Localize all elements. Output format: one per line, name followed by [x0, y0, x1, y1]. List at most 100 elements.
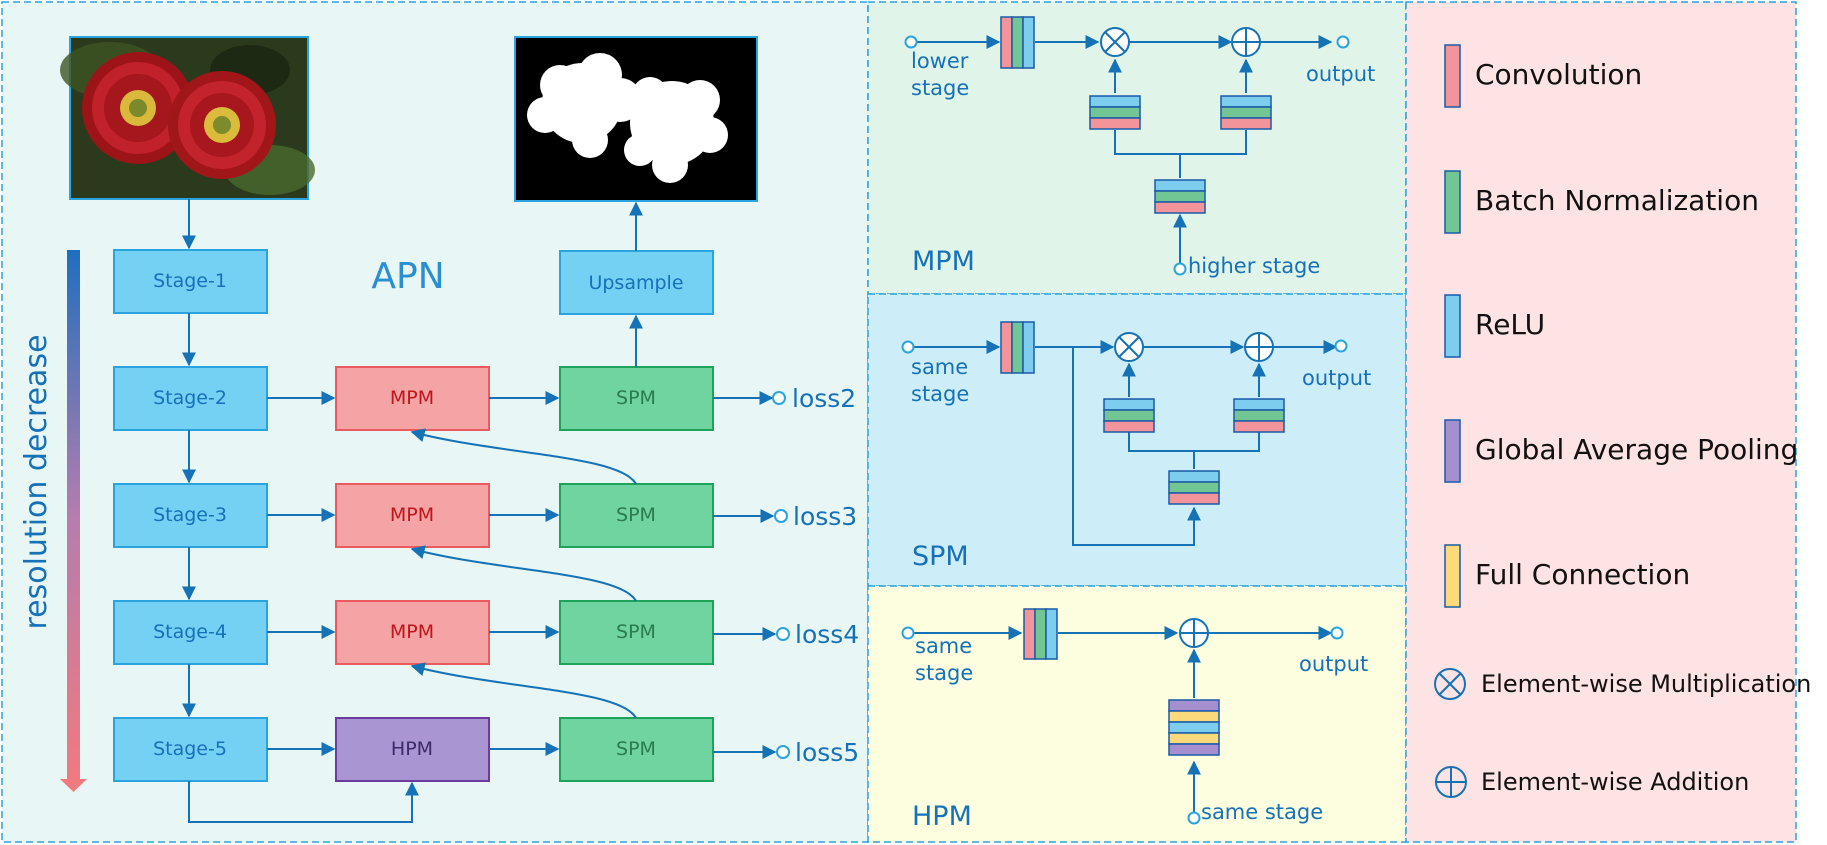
spm-box-4: SPM — [559, 600, 714, 665]
spm-box-3: SPM — [559, 483, 714, 548]
mpm-input-label-2: stage — [911, 76, 969, 100]
legend-label-batch-normalization: Batch Normalization — [1475, 184, 1759, 217]
hpm-panel-title: HPM — [912, 801, 972, 832]
mpm-bottom-port — [1173, 262, 1187, 276]
hpm-conv-block — [1023, 608, 1058, 660]
mpm-box-3: MPM — [335, 483, 490, 548]
mpm-attn-block-left — [1089, 95, 1141, 130]
spm-input-port — [901, 340, 915, 354]
mpm-output-port — [1336, 35, 1350, 49]
spm-box-5-label: SPM — [616, 738, 656, 760]
legend-label-full-connection: Full Connection — [1475, 558, 1690, 591]
stage-2-label: Stage-2 — [153, 387, 227, 409]
hpm-bottom-port — [1187, 811, 1201, 825]
upsample-label: Upsample — [588, 272, 683, 294]
mpm-input-label-1: lower — [911, 49, 969, 73]
loss-terminals — [772, 391, 790, 759]
spm-input-label-2: stage — [911, 382, 969, 406]
legend-label-multiplication: Element-wise Multiplication — [1481, 670, 1811, 698]
spm-panel-title: SPM — [912, 541, 969, 572]
stage-1-box: Stage-1 — [113, 249, 268, 314]
mpm-detail-connectors — [916, 35, 1333, 267]
mpm-panel — [867, 1, 1407, 295]
mpm-attn-block-bottom — [1154, 179, 1206, 214]
spm-detail-connectors — [913, 340, 1338, 546]
legend-add-icon — [1435, 766, 1467, 798]
stage-2-box: Stage-2 — [113, 366, 268, 431]
stage-1-label: Stage-1 — [153, 270, 227, 292]
loss4-label: loss4 — [795, 620, 859, 649]
spm-box-5: SPM — [559, 717, 714, 782]
upsample-box: Upsample — [559, 250, 714, 315]
hpm-box: HPM — [335, 717, 490, 782]
loss3-label: loss3 — [793, 502, 857, 531]
stage-4-box: Stage-4 — [113, 600, 268, 665]
spm-attn-block-bottom — [1168, 470, 1220, 505]
legend-label-convolution: Convolution — [1475, 58, 1642, 91]
stage-4-label: Stage-4 — [153, 621, 227, 643]
flower-right — [168, 71, 276, 179]
spm-input-label-1: same — [911, 355, 968, 379]
hpm-panel — [867, 585, 1407, 843]
legend-swatches — [1444, 44, 1461, 608]
mpm-panel-title: MPM — [912, 246, 975, 277]
spm-attn-block-left — [1103, 398, 1155, 433]
hpm-box-label: HPM — [391, 738, 433, 760]
apn-title: APN — [371, 256, 444, 297]
spm-add-icon — [1244, 332, 1274, 362]
spm-multiply-icon — [1114, 332, 1144, 362]
spm-box-3-label: SPM — [616, 504, 656, 526]
mpm-attn-block-right — [1220, 95, 1272, 130]
add-icon — [1231, 27, 1261, 57]
mpm-output-label: output — [1306, 62, 1375, 86]
mpm-box-4-label: MPM — [390, 621, 434, 643]
resolution-arrow — [60, 250, 87, 792]
mpm-bottom-label: higher stage — [1188, 254, 1320, 278]
spm-attn-block-right — [1233, 398, 1285, 433]
legend-label-global-average-pooling: Global Average Pooling — [1475, 433, 1798, 466]
stage-3-label: Stage-3 — [153, 504, 227, 526]
loss5-label: loss5 — [795, 738, 859, 767]
hpm-output-port — [1330, 626, 1344, 640]
spm-conv-block — [1000, 321, 1035, 374]
legend-multiply-icon — [1434, 668, 1466, 700]
hpm-attn-block — [1168, 699, 1220, 756]
mpm-box-4: MPM — [335, 600, 490, 665]
hpm-output-label: output — [1299, 652, 1368, 676]
mpm-box-2-label: MPM — [390, 387, 434, 409]
spm-box-2: SPM — [559, 366, 714, 431]
saliency-mask-image — [514, 36, 758, 202]
hpm-detail-connectors — [913, 626, 1333, 815]
apn-connectors — [182, 199, 777, 823]
legend-swatch-full-connection — [1444, 544, 1461, 608]
flower-left — [82, 52, 194, 164]
stage-5-box: Stage-5 — [113, 717, 268, 782]
spm-output-port — [1334, 339, 1348, 353]
legend-swatch-relu — [1444, 294, 1461, 358]
mpm-box-2: MPM — [335, 366, 490, 431]
stage-5-label: Stage-5 — [153, 738, 227, 760]
mpm-box-3-label: MPM — [390, 504, 434, 526]
hpm-bottom-label: same stage — [1201, 800, 1323, 824]
spm-box-2-label: SPM — [616, 387, 656, 409]
legend-swatch-convolution — [1444, 44, 1461, 108]
hpm-input-port — [901, 626, 915, 640]
hpm-add-icon — [1179, 618, 1209, 648]
hpm-input-label-2: stage — [915, 661, 973, 685]
mpm-input-port — [904, 35, 918, 49]
multiply-icon — [1100, 27, 1130, 57]
hpm-input-label-1: same — [915, 634, 972, 658]
input-image — [60, 36, 315, 200]
legend-label-addition: Element-wise Addition — [1481, 768, 1749, 796]
legend-panel — [1405, 1, 1797, 843]
mpm-conv-block — [1000, 16, 1035, 69]
spm-output-label: output — [1302, 366, 1371, 390]
legend-swatch-batch-normalization — [1444, 170, 1461, 234]
resolution-label: resolution decrease — [19, 334, 54, 629]
spm-box-4-label: SPM — [616, 621, 656, 643]
loss2-label: loss2 — [792, 384, 856, 413]
legend-swatch-global-average-pooling — [1444, 419, 1461, 483]
legend-label-relu: ReLU — [1475, 308, 1545, 341]
stage-3-box: Stage-3 — [113, 483, 268, 548]
